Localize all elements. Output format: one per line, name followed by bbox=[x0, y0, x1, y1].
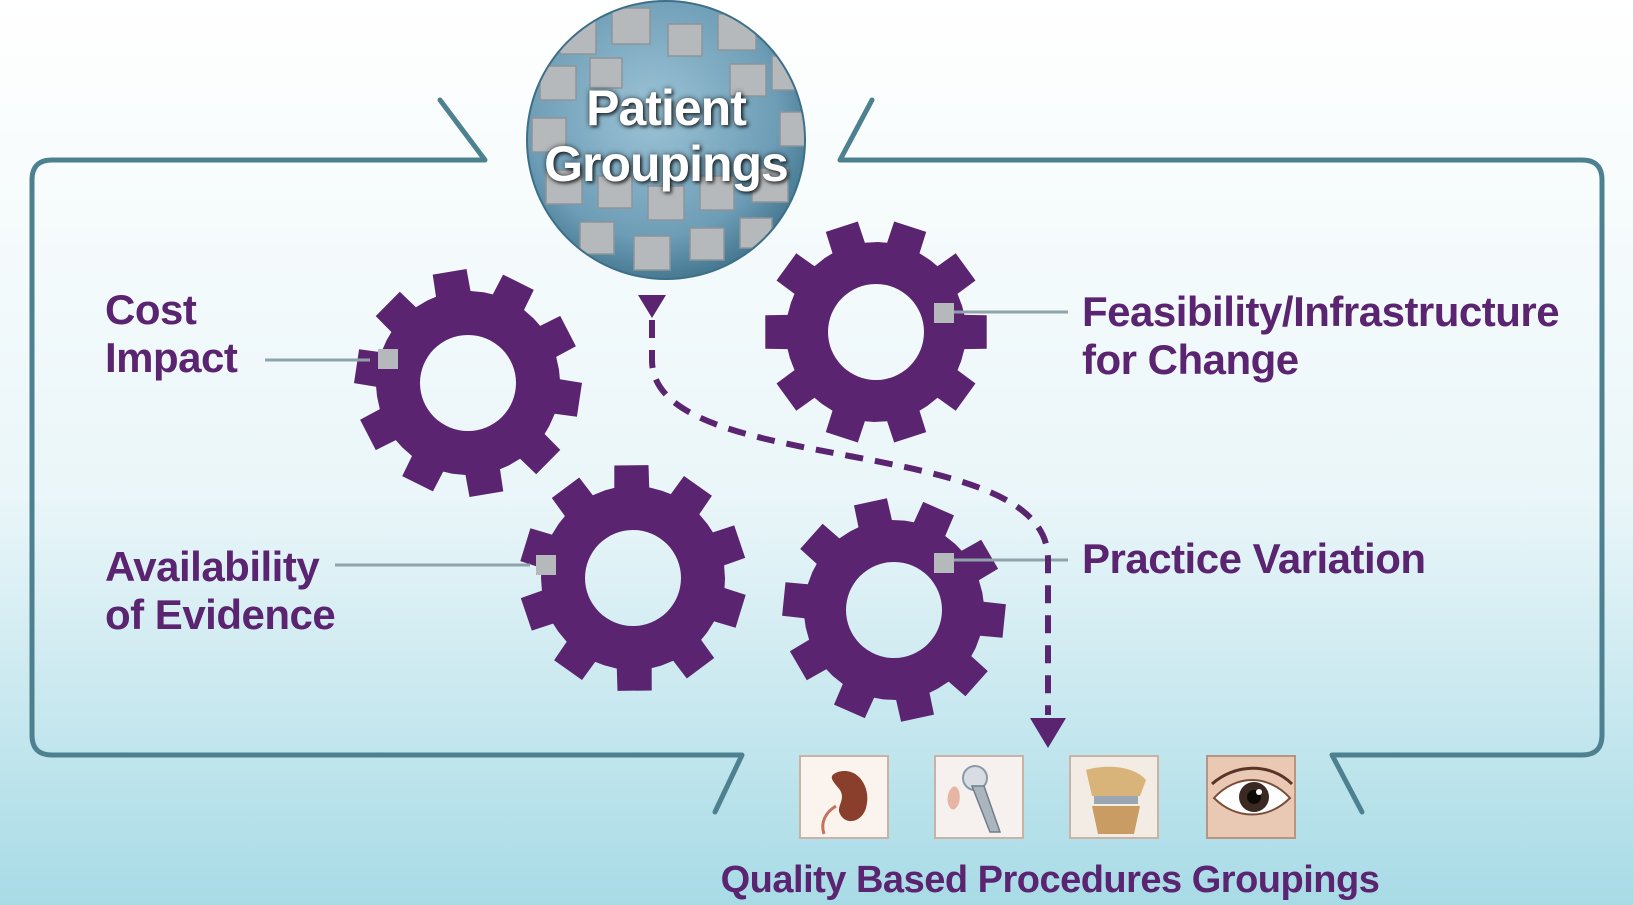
label-practice-variation: Practice Variation bbox=[1082, 535, 1426, 583]
label-practice-line1: Practice Variation bbox=[1082, 535, 1426, 582]
frame-notch-right bbox=[837, 97, 875, 163]
hub-title-line1: Patient bbox=[586, 80, 747, 136]
frame-notch-left bbox=[437, 97, 488, 163]
label-feasibility-line1: Feasibility/Infrastructure bbox=[1082, 288, 1560, 335]
gear-feasibility bbox=[765, 221, 987, 443]
frame-notch-bottom-left bbox=[712, 752, 745, 815]
thumbnail-hip bbox=[934, 755, 1024, 839]
kidney-icon bbox=[821, 770, 868, 835]
marker-cost bbox=[378, 349, 398, 369]
connector-markers bbox=[378, 303, 954, 575]
knee-joint-icon bbox=[1086, 766, 1146, 834]
marker-feasibility bbox=[934, 303, 954, 323]
flow-arrowhead bbox=[1030, 718, 1066, 748]
frame-notch-bottom-right bbox=[1329, 752, 1365, 815]
hub-title: Patient Groupings bbox=[520, 80, 812, 192]
hip-implant-icon bbox=[947, 765, 1002, 833]
label-feasibility-line2: for Change bbox=[1082, 336, 1299, 383]
thumbnail-knee bbox=[1069, 755, 1159, 839]
marker-practice bbox=[934, 553, 954, 573]
thumbnail-kidney bbox=[799, 755, 889, 839]
gear-cost-impact bbox=[354, 269, 582, 497]
label-availability-line1: Availability bbox=[105, 543, 320, 590]
eye-icon bbox=[1210, 766, 1294, 816]
label-qbp-text: Quality Based Procedures Groupings bbox=[720, 859, 1380, 901]
gear-availability bbox=[520, 465, 746, 691]
thumbnail-eye bbox=[1206, 755, 1296, 839]
gears bbox=[354, 221, 1006, 722]
label-quality-based-procedures: Quality Based Procedures Groupings bbox=[700, 858, 1400, 902]
flow-arrow bbox=[649, 320, 1052, 715]
label-availability-line2: of Evidence bbox=[105, 591, 336, 638]
label-feasibility-infrastructure: Feasibility/Infrastructure for Change bbox=[1082, 288, 1560, 384]
hub-pointer bbox=[638, 295, 666, 318]
marker-availability bbox=[536, 555, 556, 575]
hub-title-line2: Groupings bbox=[544, 136, 789, 192]
frame-outline bbox=[29, 157, 1605, 758]
label-cost-impact: Cost Impact bbox=[105, 286, 238, 382]
label-availability-of-evidence: Availability of Evidence bbox=[105, 543, 336, 639]
label-cost-line1: Cost bbox=[105, 286, 197, 333]
label-cost-line2: Impact bbox=[105, 334, 238, 381]
